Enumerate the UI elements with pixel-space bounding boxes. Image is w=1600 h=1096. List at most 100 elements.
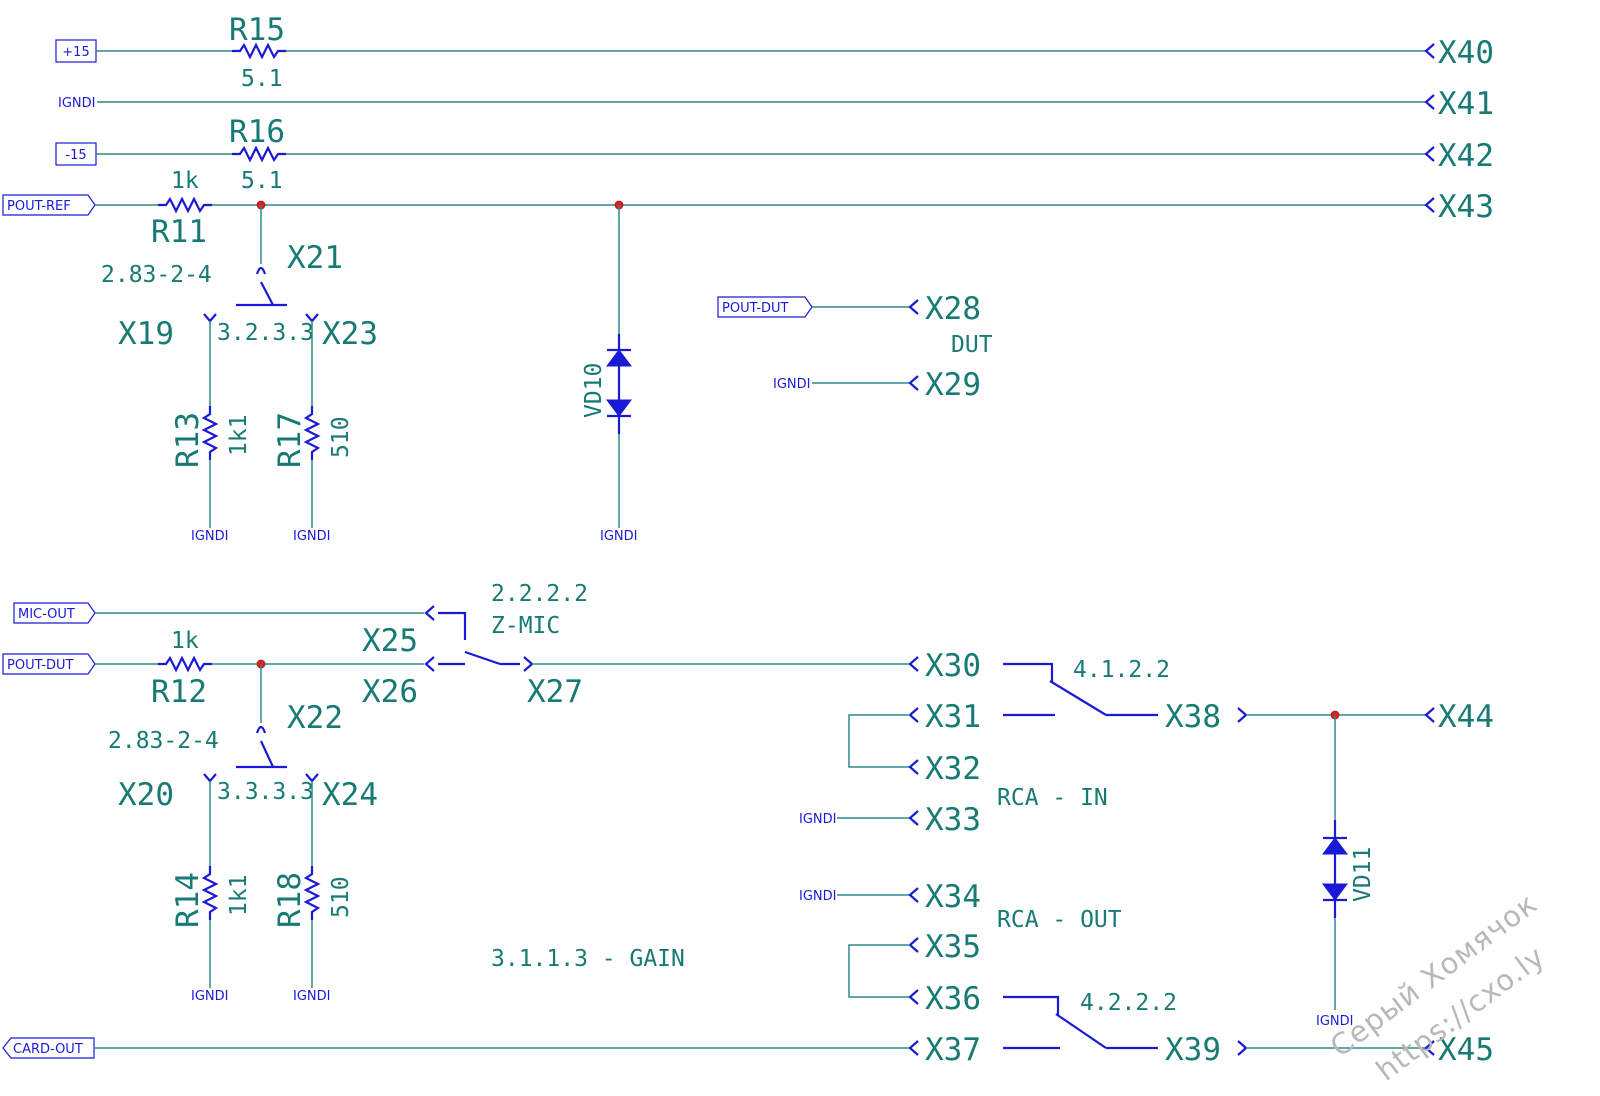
- x42-label: X42: [1438, 138, 1494, 174]
- net-mic-out: MIC-OUT: [13, 602, 467, 640]
- resistor-r13: [201, 406, 219, 460]
- x43-label: X43: [1438, 189, 1494, 225]
- x23-label: X23: [322, 316, 378, 352]
- sw-in-label: 4.1.2.2: [1073, 657, 1170, 683]
- r11-ref: R11: [151, 214, 207, 250]
- x31-label: X31: [925, 699, 981, 735]
- r16-value: 5.1: [241, 168, 283, 194]
- x34-label: X34: [925, 879, 981, 915]
- r18-ref: R18: [272, 872, 308, 928]
- r17-value: 510: [328, 416, 354, 458]
- x40-label: X40: [1438, 35, 1494, 71]
- gain-label: 3.1.1.3 - GAIN: [491, 946, 685, 972]
- sw-ref-label: 3.2.3.3: [217, 320, 314, 346]
- x36-label: X36: [925, 981, 981, 1017]
- x37-label: X37: [925, 1032, 981, 1068]
- r15-value: 5.1: [241, 66, 283, 92]
- x30-label: X30: [925, 648, 981, 684]
- vd11-label: VD11: [1350, 847, 1376, 902]
- switch-dut-load: X20 X24 3.3.3.3 R14 1k1 IGNDI R18 510 IG…: [118, 773, 378, 1004]
- connector-x40: X40: [1424, 35, 1494, 71]
- net-pout-dut-bottom: POUT-DUT 1k R12 X25 X26 X27 2.2.2.2 Z-MI…: [2, 581, 910, 710]
- rail-minus15: -15 R16 5.1: [55, 114, 1426, 194]
- r16-ref: R16: [229, 114, 285, 150]
- diode-vd10: VD10 IGNDI: [581, 205, 637, 544]
- net-tag-pout-ref: [2, 194, 96, 216]
- net-label-minus15: -15: [65, 148, 86, 163]
- x33-label: X33: [925, 802, 981, 838]
- x19-label: X19: [118, 316, 174, 352]
- dut-label: DUT: [951, 332, 993, 358]
- r12-ref: R12: [151, 674, 207, 710]
- net-pout-ref: POUT-REF 1k R11: [2, 168, 1426, 250]
- gnd-label: IGNDI: [799, 812, 836, 827]
- resistor-r18: [303, 866, 321, 920]
- gnd-label: IGNDI: [293, 529, 330, 544]
- resistor-r16: [232, 145, 286, 163]
- jumper-bottom-label: 2.83-2-4: [108, 728, 219, 754]
- r13-value: 1k1: [226, 414, 252, 456]
- gnd-label: IGNDI: [799, 889, 836, 904]
- r18-value: 510: [328, 876, 354, 918]
- net-label-card-out: CARD-OUT: [13, 1042, 83, 1057]
- x38-label: X38: [1165, 699, 1221, 735]
- dut-connectors: POUT-DUT X28 DUT IGNDI X29: [717, 291, 993, 403]
- x21-label: X21: [287, 240, 343, 276]
- rca-out-block: IGNDI X34 RCA - OUT X35 X36 4.2.2.2 CARD…: [2, 879, 1494, 1068]
- r14-ref: R14: [170, 872, 206, 928]
- r11-value: 1k: [171, 168, 199, 194]
- net-label-gnd: IGNDI: [58, 96, 95, 111]
- gnd-label: IGNDI: [1316, 1014, 1353, 1029]
- rail-gnd: IGNDI: [58, 96, 1426, 111]
- gnd-label: IGNDI: [191, 529, 228, 544]
- rca-in-label: RCA - IN: [997, 785, 1108, 811]
- diode-vd11: VD11 IGNDI: [1316, 715, 1376, 1029]
- resistor-r14: [201, 866, 219, 920]
- x27-label: X27: [527, 674, 583, 710]
- x44-label: X44: [1438, 699, 1494, 735]
- net-tag-pout-dut: [717, 296, 813, 318]
- jumper-x22: X22 2.83-2-4: [108, 664, 343, 769]
- rca-out-label: RCA - OUT: [997, 907, 1122, 933]
- rail-plus15: +15 R15 5.1: [55, 12, 1426, 92]
- gnd-label: IGNDI: [773, 377, 810, 392]
- vd10-label: VD10: [581, 363, 607, 418]
- r17-ref: R17: [272, 412, 308, 468]
- x20-label: X20: [118, 777, 174, 813]
- net-tag-pout-dut-bottom: [2, 653, 96, 675]
- x24-label: X24: [322, 777, 378, 813]
- resistor-r12: [158, 655, 212, 673]
- x41-label: X41: [1438, 86, 1494, 122]
- gnd-label: IGNDI: [600, 529, 637, 544]
- x22-label: X22: [287, 700, 343, 736]
- r13-ref: R13: [170, 412, 206, 468]
- resistor-r15: [232, 42, 286, 60]
- zmic-label: Z-MIC: [491, 613, 560, 639]
- x39-label: X39: [1165, 1032, 1221, 1068]
- switch-ref-load: X19 X23 3.2.3.3 R13 1k1 IGNDI R17 510 IG…: [118, 313, 378, 544]
- net-label-pout-dut: POUT-DUT: [722, 301, 789, 316]
- gnd-label: IGNDI: [293, 989, 330, 1004]
- net-label-pout-dut-bottom: POUT-DUT: [7, 658, 74, 673]
- connector-x41: X41: [1424, 86, 1494, 122]
- net-label-pout-ref: POUT-REF: [7, 199, 71, 214]
- x35-label: X35: [925, 929, 981, 965]
- net-label-plus15: +15: [62, 45, 89, 60]
- sw-mic-label: 2.2.2.2: [491, 581, 588, 607]
- x25-label: X25: [362, 623, 418, 659]
- r14-value: 1k1: [226, 874, 252, 916]
- resistor-r17: [303, 406, 321, 460]
- r15-ref: R15: [229, 12, 285, 48]
- x32-label: X32: [925, 751, 981, 787]
- r12-value: 1k: [171, 628, 199, 654]
- connector-x43: X43: [1424, 189, 1494, 225]
- net-label-mic-out: MIC-OUT: [18, 607, 75, 622]
- rca-in-block: X30 4.1.2.2 X31 X32 IGNDI X33 RCA - IN X…: [799, 648, 1494, 838]
- x26-label: X26: [362, 674, 418, 710]
- net-tag-mic-out: [13, 602, 96, 624]
- x45-label: X45: [1438, 1032, 1494, 1068]
- x29-label: X29: [925, 367, 981, 403]
- resistor-r11: [158, 196, 212, 214]
- sw-dut-label: 3.3.3.3: [217, 779, 314, 805]
